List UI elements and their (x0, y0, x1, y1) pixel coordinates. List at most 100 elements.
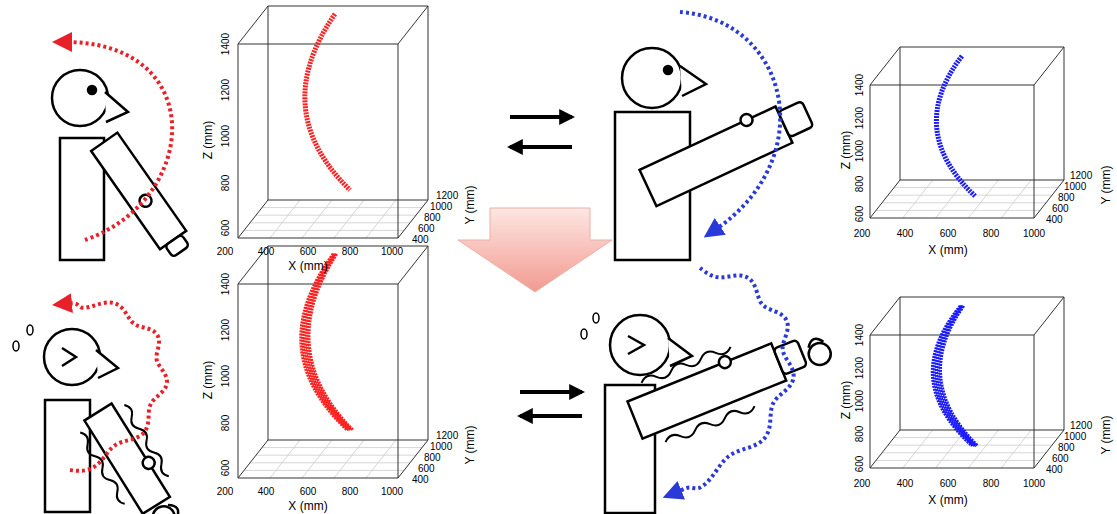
cube-edge (238, 238, 398, 239)
cube-edge (268, 246, 269, 440)
tick-label: 800 (221, 415, 231, 432)
axis-title: Y (mm) (1100, 165, 1112, 204)
grid-line (882, 452, 1046, 453)
tick-label: 400 (1046, 465, 1063, 475)
tick-label: 1000 (430, 202, 452, 212)
person-figure-part (91, 133, 194, 261)
trajectory-plots (238, 6, 1064, 478)
tick-label: 1200 (436, 191, 458, 201)
tired-person-figure-part (73, 396, 195, 514)
cube-edge (900, 47, 1064, 48)
tick-label: 1200 (1070, 421, 1092, 431)
person-figure-part-part (640, 106, 793, 206)
motion-arc (62, 42, 172, 240)
trajectory-curve (309, 254, 353, 430)
grid-line (366, 200, 396, 238)
cube-edge (1064, 47, 1065, 180)
tick-label: 1000 (221, 365, 231, 387)
tick-label: 200 (217, 487, 234, 497)
cube-edge (428, 246, 429, 440)
tick-label: 1000 (381, 247, 403, 257)
person-figure-part (637, 90, 816, 206)
tired-person-figure (581, 309, 840, 513)
trajectory-curve (936, 56, 975, 196)
tired-person-figure-part-part (664, 403, 756, 446)
tick-label: 1400 (221, 33, 231, 55)
plot-box (870, 47, 1064, 218)
cube-edge (870, 335, 871, 468)
grid-line (366, 440, 396, 478)
tired-person-figure-part (27, 325, 33, 335)
cube-edge (428, 6, 429, 200)
tick-label: 600 (418, 464, 435, 474)
person-figure (52, 70, 194, 261)
tick-label: 600 (1052, 454, 1069, 464)
axis-title: Z (mm) (840, 131, 852, 170)
trajectory-curve (938, 306, 976, 446)
person-figure-part-part (91, 133, 186, 250)
motion-arc (680, 12, 780, 232)
tired-person-figure-part (628, 336, 644, 354)
person-figure-part-part (165, 234, 189, 257)
plot-box (238, 6, 428, 238)
cube-edge (870, 180, 900, 218)
tick-label: 200 (854, 229, 871, 239)
grid-line (1001, 180, 1031, 218)
axis-title: X (mm) (288, 260, 327, 272)
grid-line (250, 462, 410, 463)
tired-person-figure-part-part (84, 404, 169, 514)
grid-line (882, 202, 1046, 203)
tick-label: 1200 (436, 431, 458, 441)
grid-line (244, 230, 404, 231)
tired-person-figure-part-part (121, 403, 171, 478)
cube-edge (268, 200, 428, 201)
cube-edge (900, 180, 1064, 181)
cube-edge (1034, 335, 1035, 468)
tired-person-figure-part (13, 341, 19, 351)
tick-label: 1200 (221, 79, 231, 101)
cube-edge (900, 47, 901, 180)
cube-edge (870, 430, 900, 468)
tick-label: 800 (342, 487, 359, 497)
plot-box (238, 246, 428, 478)
tick-label: 1400 (221, 273, 231, 295)
tired-person-figure-part (62, 348, 76, 366)
exchange-arrows (510, 117, 582, 416)
tick-label: 800 (342, 247, 359, 257)
tired-person-figure (13, 325, 195, 514)
cube-edge (1034, 47, 1064, 85)
cube-edge (238, 6, 268, 44)
tick-label: 800 (855, 176, 865, 193)
tick-label: 800 (424, 453, 441, 463)
tick-label: 1000 (221, 125, 231, 147)
person-figure-part-part (739, 112, 755, 128)
grid-line (968, 430, 998, 468)
person-figure-part (88, 86, 96, 94)
cube-edge (870, 85, 871, 218)
transition-arrow (458, 208, 612, 292)
axis-title: Y (mm) (1100, 415, 1112, 454)
tick-label: 800 (424, 213, 441, 223)
cube-edge (398, 284, 399, 478)
tick-label: 400 (897, 479, 914, 489)
tick-label: 400 (897, 229, 914, 239)
motion-arc (672, 268, 794, 494)
grid-line (302, 440, 332, 478)
tick-label: 800 (221, 175, 231, 192)
person-figure-part (664, 66, 672, 74)
cube-edge (238, 200, 268, 238)
tired-person-figure-part (610, 315, 670, 375)
cube-edge (870, 468, 1034, 469)
tick-label: 600 (300, 487, 317, 497)
tick-label: 600 (418, 224, 435, 234)
person-figure-part-part (778, 101, 813, 137)
grid-line (903, 430, 933, 468)
tick-label: 600 (1052, 204, 1069, 214)
person-figure-part (52, 70, 108, 126)
axis-title: Z (mm) (840, 381, 852, 420)
axis-title: Z (mm) (202, 361, 214, 400)
grid-line (250, 222, 410, 223)
tick-label: 600 (940, 479, 957, 489)
